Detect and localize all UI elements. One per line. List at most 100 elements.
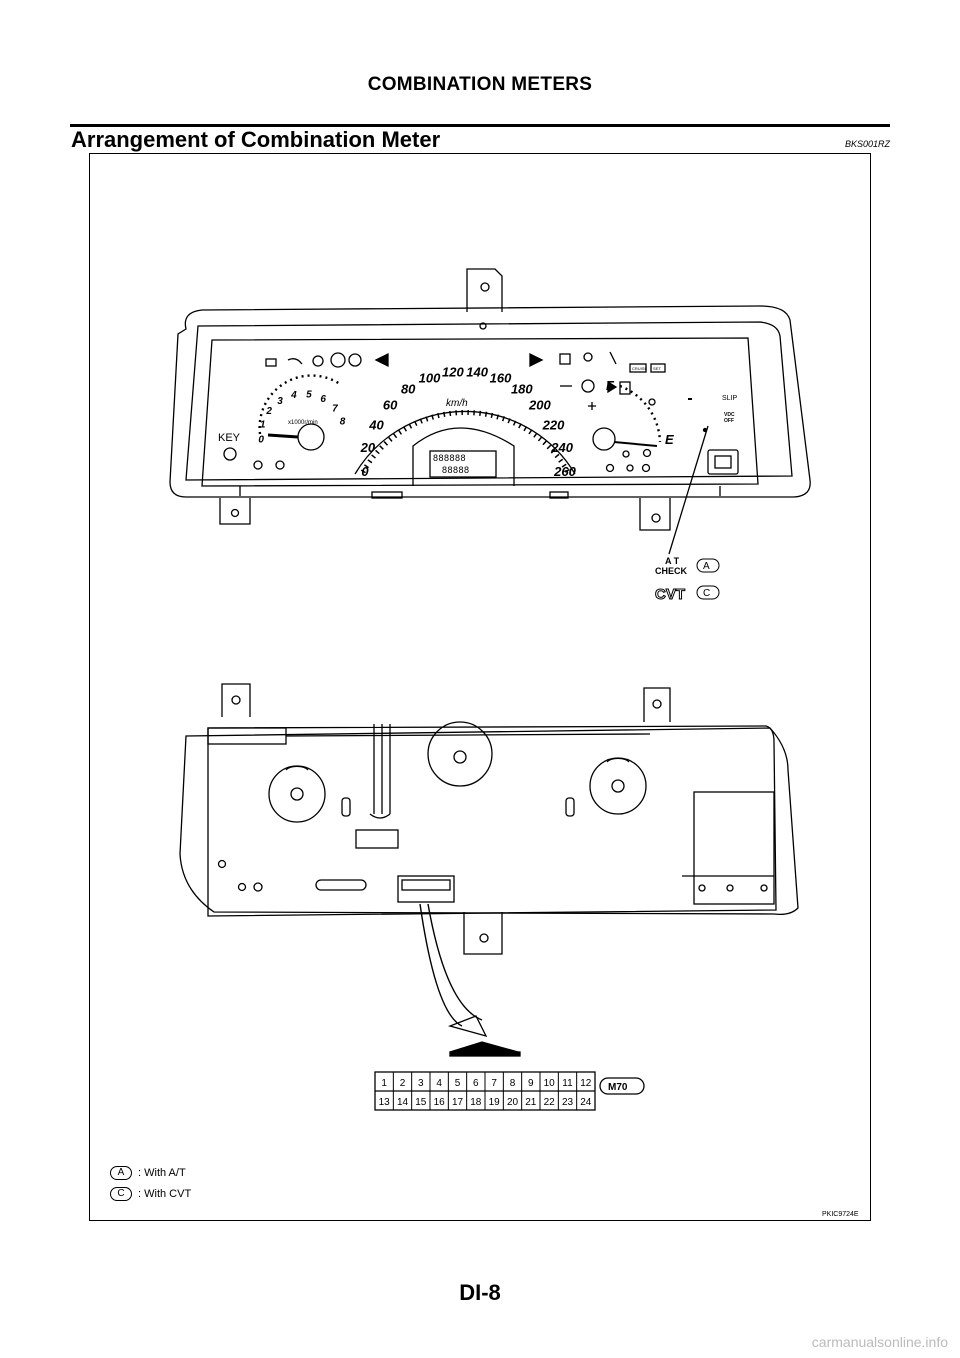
section-title: Arrangement of Combination Meter (71, 127, 441, 152)
connector-pin-8: 8 (510, 1078, 516, 1089)
combination-meter-illustration: 0123456780204060801001201401601802002202… (169, 268, 859, 1218)
rear-tach-boss (268, 765, 326, 823)
connector-pin-18: 18 (470, 1097, 482, 1108)
at-check-line1: A T (665, 556, 680, 566)
speed-nums-100: 100 (419, 371, 441, 386)
speed-nums-0: 0 (361, 464, 369, 479)
rear-outer-housing (179, 727, 799, 916)
tach-nums-5: 5 (306, 389, 312, 400)
connector-pin-17: 17 (452, 1097, 464, 1108)
tach-nums-6: 6 (320, 394, 326, 405)
connector-id-badge (599, 1077, 645, 1095)
meter-outer-housing (169, 305, 811, 498)
vdc-off-label: OFF (724, 418, 734, 424)
rear-fuel-boss (589, 757, 647, 815)
speed-nums-200: 200 (528, 398, 551, 413)
odometer-display: 888888 (433, 453, 466, 463)
page-header-title: COMBINATION METERS (367, 74, 593, 95)
rear-bottom-tab (463, 912, 503, 955)
connector-pin-10: 10 (544, 1078, 556, 1089)
figure-code: PKIC9724E (822, 1211, 859, 1218)
cvt-label: CVT (655, 586, 685, 603)
connector-pin-9: 9 (528, 1078, 534, 1089)
speed-nums-20: 20 (360, 440, 376, 455)
section-code: BKS001RZ (844, 139, 890, 149)
cruise-indicator: CRUISE (632, 366, 647, 371)
legend-badge-at: A (110, 1166, 132, 1180)
rear-connector-socket (397, 875, 455, 903)
connector-pin-6: 6 (473, 1078, 479, 1089)
connector-pin-20: 20 (507, 1097, 519, 1108)
connector-pin-12: 12 (580, 1078, 592, 1089)
fuel-gauge-arc (619, 384, 662, 443)
tach-nums-3: 3 (277, 396, 283, 407)
tach-unit: x1000r/min (288, 420, 318, 426)
rear-right-top-tab (643, 687, 671, 722)
tach-nums-7: 7 (332, 404, 338, 415)
meter-top-tab (466, 268, 503, 312)
legend-item-cvt: C : With CVT (110, 1187, 191, 1201)
connector-pin-22: 22 (544, 1097, 556, 1108)
tach-nums-0: 0 (258, 435, 264, 446)
tach-nums-1: 1 (260, 420, 266, 431)
speed-nums-240: 240 (550, 440, 573, 455)
speed-nums-120: 120 (442, 365, 464, 380)
fuel-gauge-hub (592, 427, 616, 451)
connector-pin-15: 15 (415, 1097, 427, 1108)
connector-pin-2: 2 (400, 1078, 406, 1089)
connector-pin-11: 11 (562, 1078, 573, 1089)
connector-key (449, 1041, 519, 1053)
rear-main-plate (207, 725, 777, 917)
legend-text-at: : With A/T (138, 1166, 186, 1179)
connector-pin-4: 4 (436, 1078, 442, 1089)
speed-nums-220: 220 (542, 418, 565, 433)
vdc-off-switch (707, 449, 739, 475)
meter-face (201, 337, 759, 487)
odometer-window (412, 427, 515, 486)
tach-nums-2: 2 (265, 406, 272, 417)
connector-pin-24: 24 (580, 1097, 592, 1108)
connector-pin-16: 16 (434, 1097, 446, 1108)
rear-left-top-tab (221, 683, 251, 717)
tach-nums-8: 8 (340, 417, 346, 428)
at-check-badge: A (703, 561, 710, 572)
meter-left-mount-tab (219, 498, 251, 525)
connector-arrow (419, 903, 483, 1027)
speed-nums-140: 140 (466, 365, 488, 380)
legend-text-cvt: : With CVT (138, 1187, 192, 1200)
speedometer-arc (354, 410, 576, 475)
connector-pin-13: 13 (379, 1097, 391, 1108)
fuel-empty-label: E (665, 432, 674, 447)
connector-pin-5: 5 (455, 1078, 461, 1089)
set-indicator: SET (653, 366, 661, 371)
legend-badge-cvt: C (110, 1187, 132, 1201)
slip-label: SLIP (722, 395, 738, 402)
speed-unit: km/h (446, 398, 468, 409)
key-label: KEY (218, 432, 241, 444)
speed-nums-180: 180 (511, 382, 533, 397)
tachometer-arc (258, 374, 341, 435)
cvt-badge: C (703, 588, 710, 599)
vdc-label: VDC (724, 412, 735, 418)
at-check-line2: CHECK (655, 566, 688, 576)
connector-pin-1: 1 (381, 1078, 387, 1089)
connector-pin-3: 3 (418, 1078, 424, 1089)
speed-nums-60: 60 (383, 398, 398, 413)
connector-pin-7: 7 (491, 1078, 497, 1089)
page-number: DI-8 (459, 1280, 501, 1305)
speed-nums-160: 160 (490, 371, 512, 386)
connector-cell-dividers (392, 1072, 578, 1110)
rear-speed-boss (427, 721, 493, 787)
wire-harness (373, 724, 391, 814)
speed-nums-40: 40 (368, 418, 384, 433)
fuel-full-label: F (606, 378, 615, 393)
speed-nums-80: 80 (401, 382, 416, 397)
connector-pin-23: 23 (562, 1097, 574, 1108)
connector-pin-19: 19 (489, 1097, 501, 1108)
tach-nums-4: 4 (290, 390, 297, 401)
trip-display: 88888 (442, 465, 470, 475)
header-rule (70, 124, 890, 127)
tachometer-hub (297, 423, 325, 451)
meter-right-mount-tab (639, 498, 671, 531)
